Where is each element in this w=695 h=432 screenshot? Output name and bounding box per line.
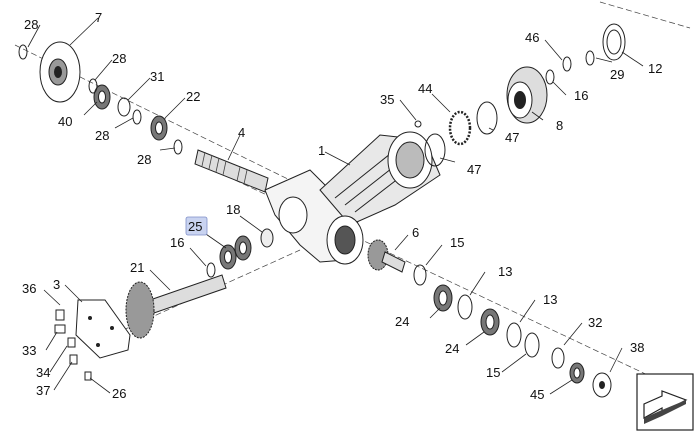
leader-lines [27, 17, 644, 395]
callout-22: 22 [186, 89, 200, 104]
callout-29: 29 [610, 67, 624, 82]
callout-46: 46 [525, 30, 539, 45]
part-ring-47b [476, 101, 498, 135]
part-bearing-24b [480, 308, 500, 336]
part-bearing-25 [219, 235, 252, 270]
part-ring-29 [585, 50, 595, 66]
part-shaft-4 [194, 149, 269, 193]
part-ring-18 [260, 228, 274, 248]
callout-28: 28 [112, 51, 126, 66]
callout-44: 44 [418, 81, 432, 96]
part-ring-15a [413, 264, 427, 286]
part-ring-28a [18, 44, 28, 60]
callout-28: 28 [95, 128, 109, 143]
part-ring-16b [206, 262, 216, 278]
next-page-button[interactable] [636, 373, 694, 431]
callout-28: 28 [137, 152, 151, 167]
part-bearing-40 [93, 84, 111, 110]
callout-45: 45 [530, 387, 544, 402]
callout-4: 4 [238, 125, 245, 140]
callout-34: 34 [36, 365, 50, 380]
callout-24: 24 [445, 341, 459, 356]
part-ring-16a [545, 69, 555, 85]
part-washer-38 [592, 372, 612, 398]
callout-47: 47 [467, 162, 481, 177]
part-wheel-hub-8 [506, 66, 548, 124]
callout-38: 38 [630, 340, 644, 355]
callout-40: 40 [58, 114, 72, 129]
callout-47: 47 [505, 130, 519, 145]
part-fasteners [54, 309, 92, 381]
callout-16: 16 [170, 235, 184, 250]
callout-31: 31 [150, 69, 164, 84]
part-ring-32 [551, 347, 565, 369]
callout-37: 37 [36, 383, 50, 398]
callout-7: 7 [95, 10, 102, 25]
callout-13: 13 [543, 292, 557, 307]
callout-26: 26 [112, 386, 126, 401]
callout-15: 15 [450, 235, 464, 250]
callout-32: 32 [588, 315, 602, 330]
callout-labels: 28 7 28 31 40 28 22 4 28 1 35 44 46 29 1… [22, 10, 662, 402]
callout-15: 15 [486, 365, 500, 380]
callout-21: 21 [130, 260, 144, 275]
part-flange-cover [39, 41, 81, 103]
callout-3: 3 [53, 277, 60, 292]
callout-25: 25 [188, 219, 202, 234]
callout-highlight-box [185, 216, 208, 236]
part-ring-31 [117, 97, 131, 117]
part-gear-6 [367, 239, 406, 273]
part-bearing-45 [569, 362, 585, 384]
part-ring-28d [173, 139, 183, 155]
part-ring-47a [424, 133, 446, 167]
part-ring-15b [524, 332, 540, 358]
part-cover-12 [602, 23, 626, 61]
part-ring-28c [132, 109, 142, 125]
callout-12: 12 [648, 61, 662, 76]
part-ring-13b [506, 322, 522, 348]
callout-28: 28 [24, 17, 38, 32]
part-tone-ring-44 [448, 110, 472, 146]
part-bearing-24a [433, 284, 453, 312]
part-ring-28b [88, 78, 98, 94]
part-plug-35 [414, 120, 422, 128]
callout-6: 6 [412, 225, 419, 240]
part-axle-housing [264, 131, 441, 265]
callout-13: 13 [498, 264, 512, 279]
next-page-arrow-icon [643, 390, 688, 424]
part-cover-plate-3 [75, 299, 131, 359]
part-bearing-22 [150, 115, 168, 141]
part-ring-46 [562, 56, 572, 72]
callout-16: 16 [574, 88, 588, 103]
callout-24: 24 [395, 314, 409, 329]
callout-8: 8 [556, 118, 563, 133]
callout-1: 1 [318, 143, 325, 158]
callout-35: 35 [380, 92, 394, 107]
part-pinion-shaft-21 [125, 274, 227, 339]
callout-18: 18 [226, 202, 240, 217]
part-ring-13a [457, 294, 473, 320]
callout-36: 36 [22, 281, 36, 296]
callout-33: 33 [22, 343, 36, 358]
